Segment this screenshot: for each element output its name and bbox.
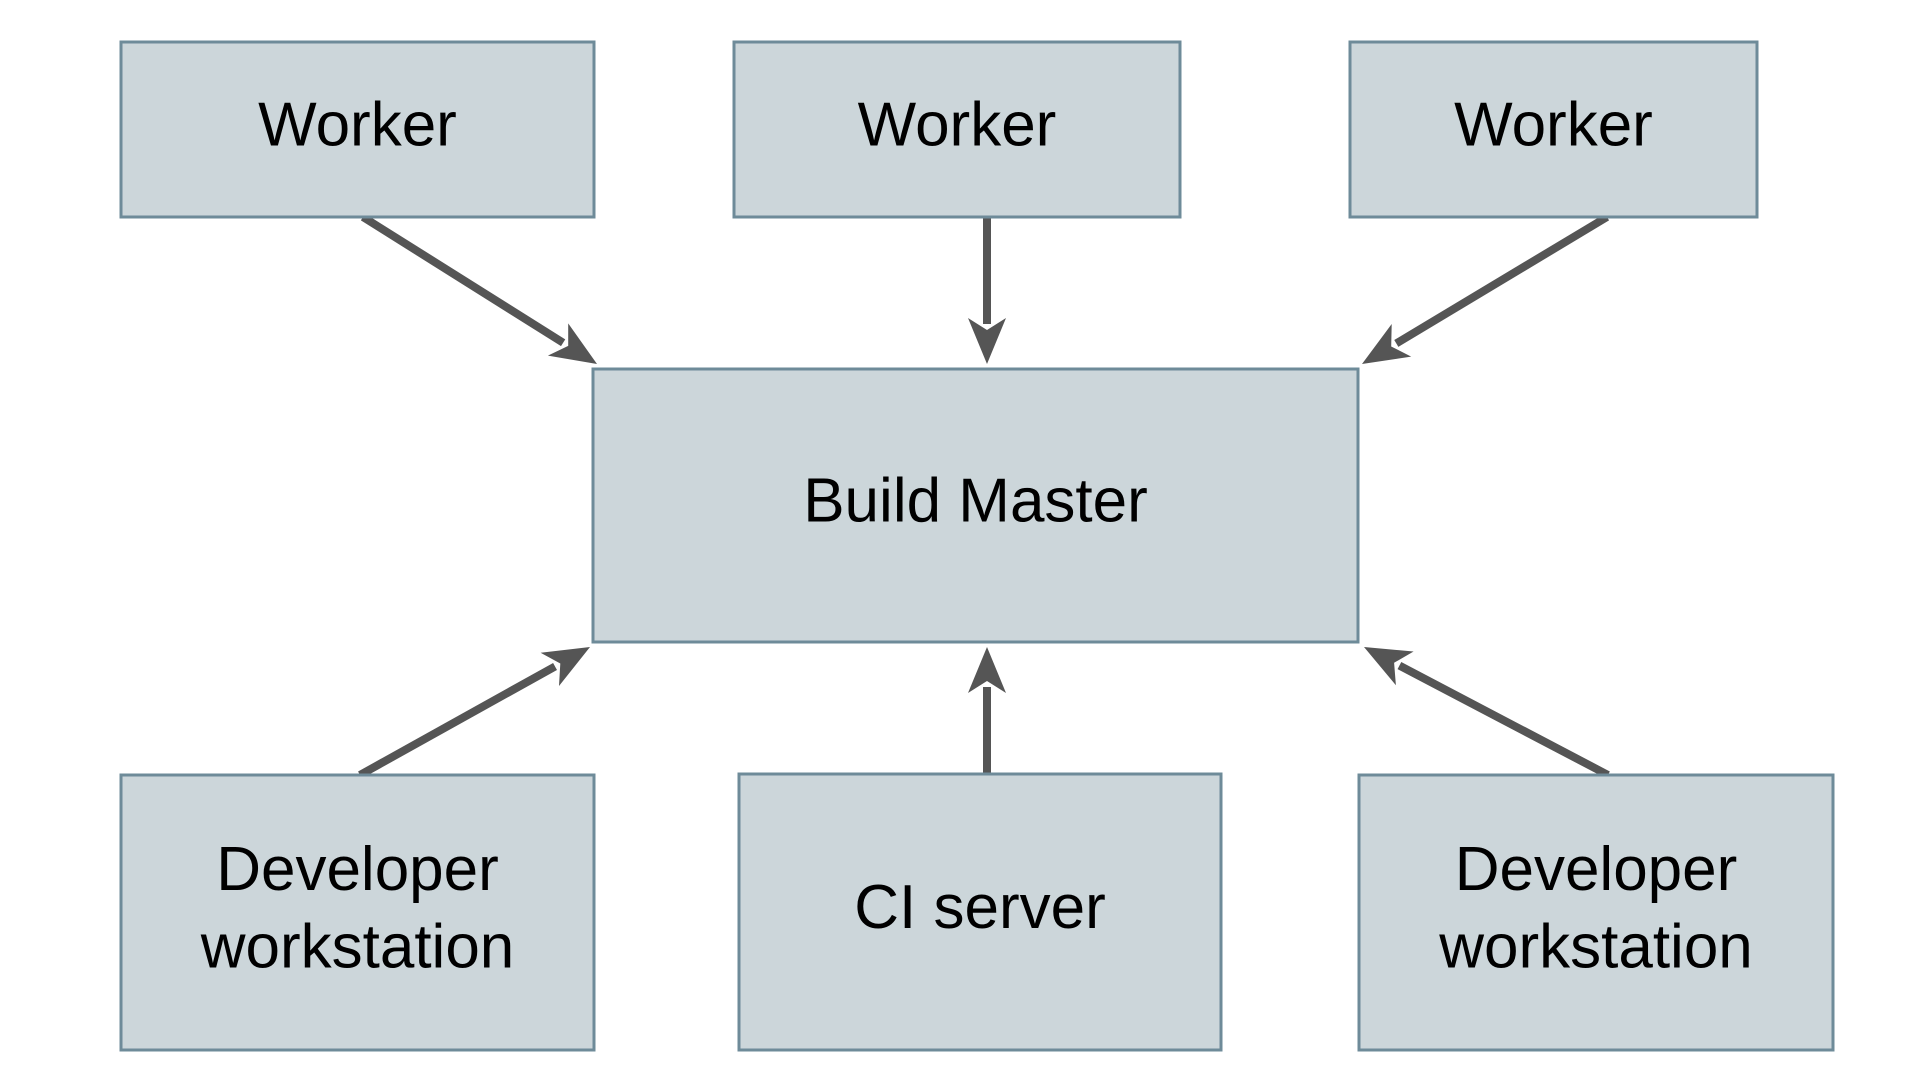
node-box[interactable] — [732, 40, 1182, 219]
edge-dev-workstation-left-to-build-master — [358, 647, 590, 779]
node-box[interactable] — [1357, 773, 1835, 1052]
node-worker-right[interactable]: Worker — [1348, 40, 1759, 219]
edge-shaft — [360, 213, 566, 347]
edge-worker-right-to-build-master — [1362, 213, 1610, 364]
edges-layer — [358, 213, 1610, 779]
edge-arrowhead — [1362, 324, 1412, 364]
edge-arrowhead — [1364, 647, 1414, 686]
node-build-master[interactable]: Build Master — [591, 367, 1360, 644]
edge-arrowhead — [540, 647, 590, 686]
edge-arrowhead — [968, 647, 1006, 693]
node-label: Worker — [1454, 91, 1653, 160]
edge-arrowhead — [547, 323, 597, 364]
edge-worker-left-to-build-master — [360, 213, 597, 364]
node-box[interactable] — [119, 773, 596, 1052]
edge-arrowhead — [968, 318, 1006, 364]
node-label: Worker — [258, 91, 457, 160]
node-box[interactable] — [591, 367, 1360, 644]
edge-shaft — [1394, 213, 1610, 347]
node-box[interactable] — [1348, 40, 1759, 219]
node-worker-center[interactable]: Worker — [732, 40, 1182, 219]
edge-ci-server-to-build-master — [968, 647, 1006, 774]
node-box[interactable] — [737, 772, 1223, 1052]
node-worker-left[interactable]: Worker — [119, 40, 596, 219]
node-label: Worker — [858, 91, 1057, 160]
edge-worker-center-to-build-master — [968, 217, 1006, 364]
edge-dev-workstation-right-to-build-master — [1364, 647, 1610, 779]
edge-shaft — [1397, 662, 1610, 779]
node-ci-server[interactable]: CI server — [737, 772, 1223, 1052]
node-label: Build Master — [803, 467, 1148, 536]
node-box[interactable] — [119, 40, 596, 219]
node-label: CI server — [854, 873, 1105, 942]
edge-shaft — [358, 662, 557, 779]
